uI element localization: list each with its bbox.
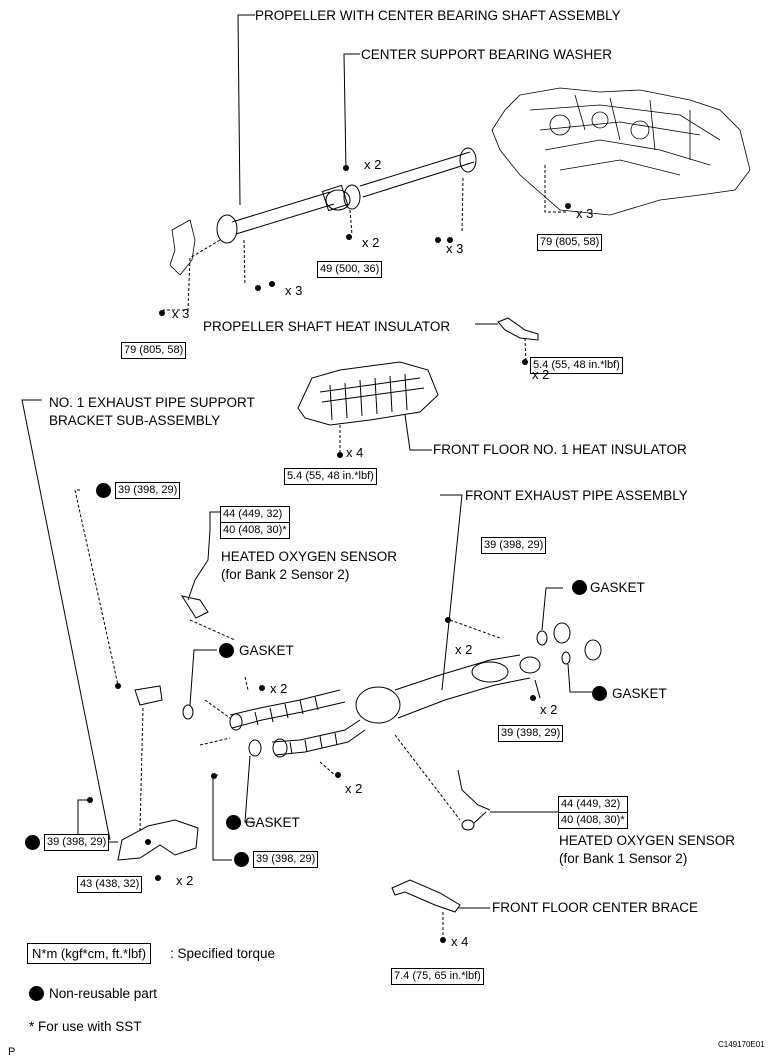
torque-ho2-bank2: 44 (449, 32) 40 (408, 30)* [220,506,290,539]
leader-propeller [237,14,255,206]
torque-bracket-upper: 39 (398, 29) [115,482,181,499]
torque-center-bearing: 49 (500, 36) [317,261,383,278]
label-gasket-left: GASKET [239,643,294,658]
nonreusable-dot [572,580,587,595]
label-gasket-right-upper: GASKET [590,580,645,595]
nonreusable-dot [219,643,234,658]
label-ho2-bank2-line2: (for Bank 2 Sensor 2) [221,567,350,582]
qty-pipe-bolt-upper: x 2 [455,642,473,657]
gasket-left [182,704,194,720]
legend-nonreusable-dot [29,986,44,1001]
label-center-washer: CENTER SUPPORT BEARING WASHER [361,47,613,62]
exhaust-pipe-drawing [229,654,541,758]
torque-pipe-bolt-lower: 39 (398, 29) [498,725,564,742]
label-front-exhaust-pipe: FRONT EXHAUST PIPE ASSEMBLY [465,488,688,503]
qty-washer: x 2 [364,157,382,172]
rear-mount-drawing [169,219,196,276]
label-front-floor-heat-insulator: FRONT FLOOR NO. 1 HEAT INSULATOR [433,442,687,457]
label-front-floor-brace: FRONT FLOOR CENTER BRACE [492,900,699,915]
torque-ho2-bank1-std: 44 (449, 32) [561,798,621,810]
torque-ho2-bank1: 44 (449, 32) 40 (408, 30)* [558,796,628,829]
torque-ho2-bank2-std: 44 (449, 32) [223,508,283,520]
fastener-marks [87,165,571,943]
qty-center-nut: x 2 [345,781,363,796]
label-no1-bracket-line1: NO. 1 EXHAUST PIPE SUPPORT [49,395,255,410]
nonreusable-dot [592,686,607,701]
label-gasket-center: GASKET [245,815,300,830]
torque-bracket-lower: 39 (398, 29) [253,851,319,868]
torque-floor-insulator: 5.4 (55, 48 in.*lbf) [284,468,377,485]
propeller-shaft-drawing [216,147,477,244]
torque-brace: 7.4 (75, 65 in.*lbf) [391,968,484,985]
transmission-drawing [491,87,751,216]
torque-bracket-nut: 39 (398, 29) [44,834,110,851]
qty-rear-bolt: x 3 [285,283,303,298]
qty-pipe-bolt-lower: x 2 [540,702,558,717]
legend-torque-desc: : Specified torque [170,946,276,961]
nonreusable-dot [234,852,249,867]
qty-mid-bolt: x 3 [446,241,464,256]
qty-bracket-bolt: x 2 [176,873,194,888]
torque-rear-flange: 79 (805, 58) [121,342,187,359]
qty-brace-bolt: x 4 [451,934,469,949]
torque-ho2-bank2-sst: 40 (408, 30)* [221,522,289,536]
torque-propeller-insulator: 5.4 (55, 48 in.*lbf) [530,357,623,374]
nonreusable-dot [226,815,241,830]
oxygen-sensor-bank2-drawing [180,529,236,641]
legend-nonreusable: Non-reusable part [49,986,158,1001]
qty-left-flange: x 2 [270,681,288,696]
qty-trans-bolt: x 3 [576,206,594,221]
oxygen-sensor-bank1-drawing [394,734,491,831]
gasket-center [248,739,262,757]
label-gasket-right-lower: GASKET [612,686,667,701]
propeller-heat-insulator-drawing [497,317,539,341]
nonreusable-dot [96,483,111,498]
label-ho2-bank2-line1: HEATED OXYGEN SENSOR [221,549,398,564]
nonreusable-dot [25,835,40,850]
qty-center-bolt: x 2 [362,235,380,250]
torque-ho2-bank1-sst: 40 (408, 30)* [559,812,627,826]
front-floor-center-brace-drawing [391,879,461,913]
label-no1-bracket-line2: BRACKET SUB-ASSEMBLY [49,413,221,428]
label-propeller-heat-insulator: PROPELLER SHAFT HEAT INSULATOR [203,319,451,334]
legend-torque-box: N*m (kgf*cm, ft.*lbf) [27,943,152,964]
label-ho2-bank1-line2: (for Bank 1 Sensor 2) [559,851,688,866]
torque-bracket-bolt: 43 (438, 32) [77,876,143,893]
leader-washer [343,53,360,171]
label-propeller-assembly: PROPELLER WITH CENTER BEARING SHAFT ASSE… [255,8,621,23]
torque-pipe-bolt-upper: 39 (398, 29) [481,537,547,554]
gasket-right-upper [536,630,548,646]
front-floor-heat-insulator-drawing [297,361,439,426]
legend-sst: * For use with SST [29,1019,142,1034]
qty-floor-insulator: x 4 [346,445,364,460]
torque-trans-flange: 79 (805, 58) [537,234,603,251]
figure-id: C149170E01 [718,1040,765,1049]
qty-rear-nut: x 3 [172,306,190,321]
no1-support-bracket-drawing [117,685,199,861]
label-ho2-bank1-line1: HEATED OXYGEN SENSOR [559,833,736,848]
page-code: P [8,1046,16,1058]
qty-propeller-insulator: x 2 [532,367,550,382]
